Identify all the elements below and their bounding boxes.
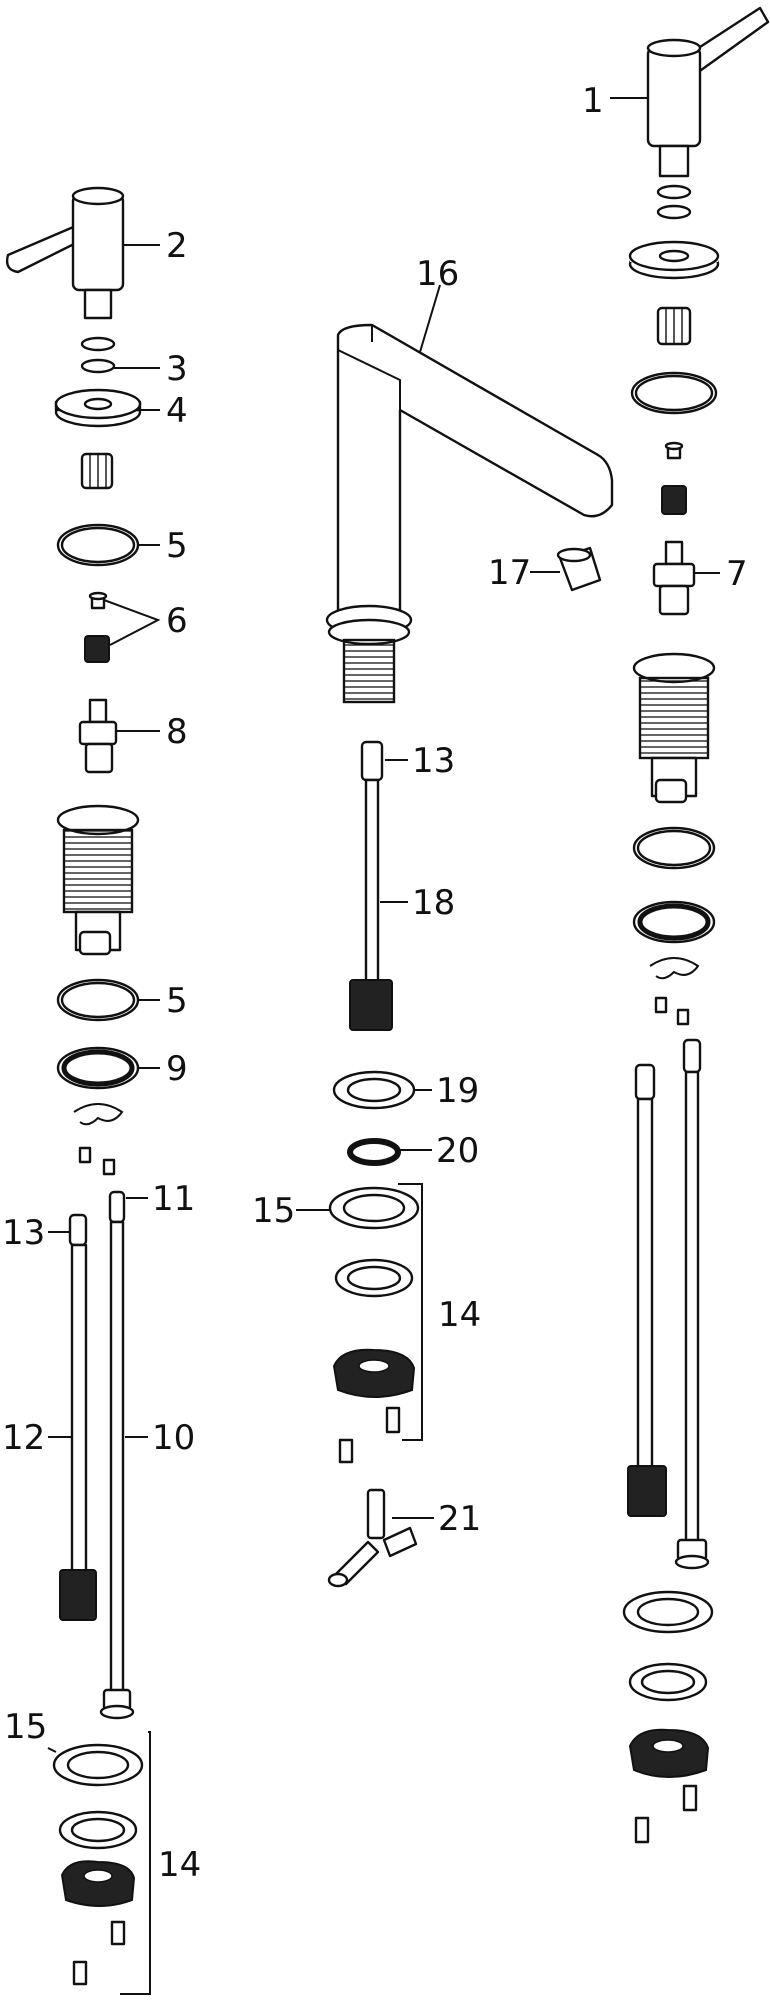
label-9: 9 <box>166 1049 188 1089</box>
left-clip <box>73 1103 124 1126</box>
left-seal-ring-part-5 <box>56 523 140 567</box>
left-rosette-part-4 <box>54 388 142 428</box>
right-handle-part-1 <box>646 6 770 178</box>
label-1: 1 <box>582 81 604 121</box>
right-screw-cap <box>661 441 687 515</box>
label-10: 10 <box>152 1418 195 1458</box>
leader-lines <box>47 97 720 1995</box>
right-cartridge-part-7 <box>652 540 696 616</box>
label-13b: 13 <box>412 741 455 781</box>
right-rosette <box>628 240 720 280</box>
label-13a: 13 <box>2 1213 45 1253</box>
label-21: 21 <box>438 1499 481 1539</box>
spout-part-16 <box>325 323 614 704</box>
label-4: 4 <box>166 391 188 431</box>
label-15a: 15 <box>4 1707 47 1747</box>
left-oring-part-9 <box>56 1046 140 1090</box>
label-12: 12 <box>2 1418 45 1458</box>
right-seal-ring <box>630 371 718 415</box>
label-8: 8 <box>166 712 188 752</box>
center-mounting-set-part-14 <box>328 1186 420 1464</box>
oring-part-20 <box>347 1138 401 1166</box>
label-16: 16 <box>416 254 459 294</box>
label-19: 19 <box>436 1071 479 1111</box>
left-cartridge-part-8 <box>78 698 118 774</box>
left-seal-ring-part-5b <box>56 978 140 1022</box>
right-valve-body <box>632 652 716 804</box>
right-hose-right <box>674 1038 710 1570</box>
left-handle-part-2 <box>5 186 125 320</box>
label-14a: 14 <box>158 1845 201 1885</box>
right-clip <box>649 957 700 980</box>
right-lower-rings <box>632 826 716 944</box>
gasket-part-19 <box>332 1070 416 1110</box>
part-number-labels: 1 2 3 4 5 6 8 5 9 11 13 12 10 15 14 16 1… <box>2 81 748 1885</box>
left-hose-part-12 <box>59 1213 97 1621</box>
aerator-part-17 <box>556 546 602 592</box>
label-11: 11 <box>152 1179 195 1219</box>
right-hose-left <box>627 1063 667 1517</box>
label-2: 2 <box>166 226 188 266</box>
left-spline-adapter <box>80 452 114 490</box>
label-20: 20 <box>436 1131 479 1171</box>
left-hose-part-10 <box>99 1190 135 1720</box>
label-7: 7 <box>726 554 748 594</box>
left-oring-part-3 <box>80 336 116 374</box>
label-17: 17 <box>488 553 531 593</box>
right-small-screws <box>654 996 690 1026</box>
left-mounting-set-part-14 <box>52 1743 144 1986</box>
left-screw-cap-part-6 <box>84 591 110 663</box>
left-valve-body <box>56 804 140 956</box>
center-hose-part-18 <box>349 740 393 1031</box>
label-3: 3 <box>166 349 188 389</box>
label-14b: 14 <box>438 1295 481 1335</box>
label-6: 6 <box>166 601 188 641</box>
label-15b: 15 <box>252 1191 295 1231</box>
right-spline-adapter <box>656 306 692 346</box>
label-18: 18 <box>412 883 455 923</box>
label-5b: 5 <box>166 981 188 1021</box>
right-mounting-set <box>622 1590 714 1844</box>
right-orings <box>656 184 692 220</box>
label-5a: 5 <box>166 526 188 566</box>
connector-part-21 <box>327 1488 418 1588</box>
left-small-screws <box>78 1146 116 1176</box>
